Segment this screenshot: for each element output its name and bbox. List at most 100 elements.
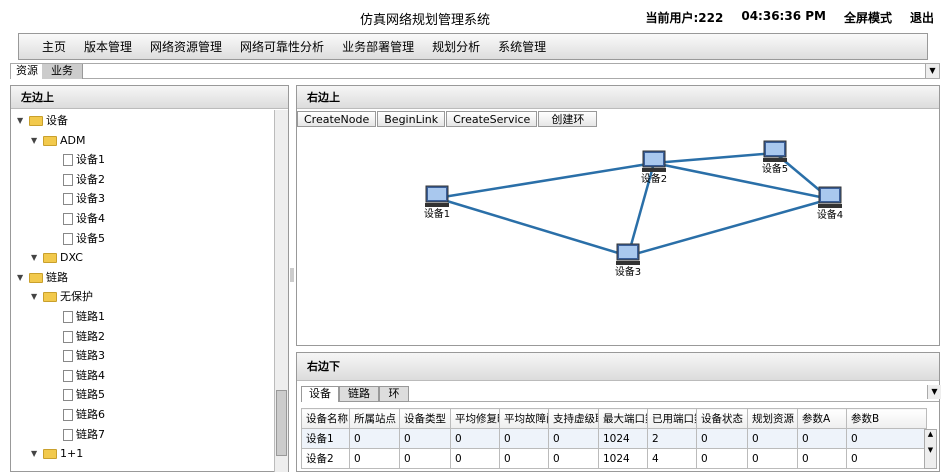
tree-item[interactable]: 设备2	[63, 171, 105, 189]
tab-dropdown-icon[interactable]: ▼	[925, 64, 939, 78]
menu-reliability[interactable]: 网络可靠性分析	[240, 40, 325, 54]
tree-item[interactable]: 链路3	[63, 347, 105, 365]
table-scrollbar[interactable]: ▲▼	[924, 429, 937, 469]
tab-devices[interactable]: 设备	[301, 386, 339, 402]
expand-arrow-icon[interactable]: ▼	[31, 135, 38, 145]
tree-item-label: 链路	[46, 270, 68, 284]
column-header[interactable]: 支持虚级联	[548, 408, 599, 429]
column-header[interactable]: 已用端口数	[647, 408, 697, 429]
tree-item[interactable]: 链路7	[63, 426, 105, 444]
table-cell: 2	[647, 428, 697, 449]
tab-resources[interactable]: 资源	[11, 64, 44, 79]
tree-item[interactable]: 设备1	[63, 151, 105, 169]
begin-link-button[interactable]: BeginLink	[377, 111, 446, 127]
menu-service-deploy[interactable]: 业务部署管理	[342, 40, 415, 54]
tree-item[interactable]: ▼无保护	[31, 288, 93, 306]
tabs-dropdown-icon[interactable]: ▼	[927, 385, 941, 399]
column-header[interactable]: 参数B	[846, 408, 927, 429]
expand-arrow-icon[interactable]: ▼	[17, 116, 24, 125]
create-service-button[interactable]: CreateService	[446, 111, 538, 127]
link-line[interactable]	[436, 196, 629, 258]
tree-item[interactable]: 链路5	[63, 386, 105, 404]
tree-item-label: 设备5	[76, 231, 105, 245]
fullscreen-link[interactable]: 全屏模式	[843, 11, 892, 25]
file-icon	[63, 409, 73, 421]
tree-item-label: 设备	[46, 114, 68, 127]
expand-arrow-icon[interactable]: ▼	[31, 449, 38, 459]
folder-icon	[43, 449, 57, 460]
node-label: 设备2	[641, 172, 667, 185]
column-header[interactable]: 平均故障间隔	[499, 408, 549, 429]
splitter-handle[interactable]	[290, 268, 294, 282]
column-header[interactable]: 设备类型	[399, 408, 451, 429]
expand-arrow-icon[interactable]: ▼	[31, 253, 38, 263]
main-menu: 主页 版本管理 网络资源管理 网络可靠性分析 业务部署管理 规划分析 系统管理	[18, 33, 928, 60]
tree-item-label: 链路5	[76, 388, 105, 402]
node-label: 设备4	[817, 208, 843, 221]
link-line[interactable]	[653, 161, 831, 201]
table-cell: 设备1	[301, 428, 350, 449]
table-cell: 0	[349, 448, 400, 469]
link-line[interactable]	[436, 161, 655, 200]
tree-item[interactable]: ▼ 链路	[17, 269, 68, 287]
menu-system[interactable]: 系统管理	[498, 40, 547, 54]
tree-item[interactable]: ▼ADM	[31, 132, 86, 150]
tree-item[interactable]: ▼ 设备	[17, 112, 68, 130]
tree-item[interactable]: 设备5	[63, 230, 105, 248]
tree-item[interactable]: 链路1	[63, 308, 105, 326]
table-cell: 0	[797, 448, 847, 469]
table-cell: 0	[846, 428, 927, 449]
column-header[interactable]: 规划资源	[747, 408, 798, 429]
topology-canvas[interactable]: 设备1 设备2 设备3 设备4 设备5	[297, 130, 939, 345]
tree-item[interactable]: 设备4	[63, 210, 105, 228]
tree-item[interactable]: 设备3	[63, 190, 105, 208]
topology-panel-title: 右边上	[297, 86, 939, 109]
expand-arrow-icon[interactable]: ▼	[31, 292, 38, 302]
device-node[interactable]: 设备4	[817, 186, 843, 221]
create-ring-button[interactable]: 创建环	[538, 111, 598, 127]
menu-version[interactable]: 版本管理	[84, 40, 133, 54]
column-header[interactable]: 参数A	[797, 408, 847, 429]
tree-item-label: 设备1	[76, 153, 105, 167]
tab-rings[interactable]: 环	[379, 386, 409, 402]
create-node-button[interactable]: CreateNode	[297, 111, 377, 127]
column-header[interactable]: 设备名称	[301, 408, 350, 429]
scroll-thumb[interactable]	[276, 390, 287, 456]
tab-links[interactable]: 链路	[339, 386, 379, 402]
table-cell: 0	[696, 428, 748, 449]
computer-icon	[642, 150, 666, 172]
column-header[interactable]: 所属站点	[349, 408, 400, 429]
file-icon	[63, 330, 73, 343]
device-node[interactable]: 设备2	[641, 150, 667, 185]
tab-services[interactable]: 业务	[42, 64, 83, 79]
device-node[interactable]: 设备1	[424, 185, 450, 220]
menu-network-resources[interactable]: 网络资源管理	[150, 40, 223, 54]
link-line[interactable]	[626, 162, 656, 257]
topology-panel: 右边上 CreateNode BeginLink CreateService 创…	[296, 85, 940, 346]
tree-item[interactable]: 链路6	[63, 406, 105, 424]
node-label: 设备5	[762, 162, 788, 175]
device-node[interactable]: 设备3	[615, 243, 641, 278]
tree-item[interactable]: 链路2	[63, 328, 105, 346]
link-line[interactable]	[653, 151, 776, 165]
menu-planning[interactable]: 规划分析	[432, 40, 481, 54]
tree-item-label: 链路7	[76, 427, 105, 441]
table-cell: 0	[499, 428, 549, 449]
device-node[interactable]: 设备5	[762, 140, 788, 175]
column-header[interactable]: 平均修复时间	[450, 408, 500, 429]
logout-link[interactable]: 退出	[909, 11, 934, 25]
tree-item-label: DXC	[60, 251, 83, 265]
column-header[interactable]: 设备状态	[696, 408, 748, 429]
tree-item[interactable]: 链路4	[63, 367, 105, 385]
tree-item[interactable]: ▼1+1	[31, 445, 83, 463]
tree-scrollbar[interactable]	[274, 110, 288, 472]
link-line[interactable]	[627, 197, 831, 258]
column-header[interactable]: 最大端口数	[598, 408, 648, 429]
clock: 04:36:36 PM	[741, 9, 826, 23]
expand-arrow-icon[interactable]: ▼	[17, 272, 24, 282]
app-title: 仿真网络规划管理系统	[360, 13, 491, 28]
menu-home[interactable]: 主页	[42, 40, 67, 54]
tree-item[interactable]: ▼ DXC	[31, 249, 83, 267]
